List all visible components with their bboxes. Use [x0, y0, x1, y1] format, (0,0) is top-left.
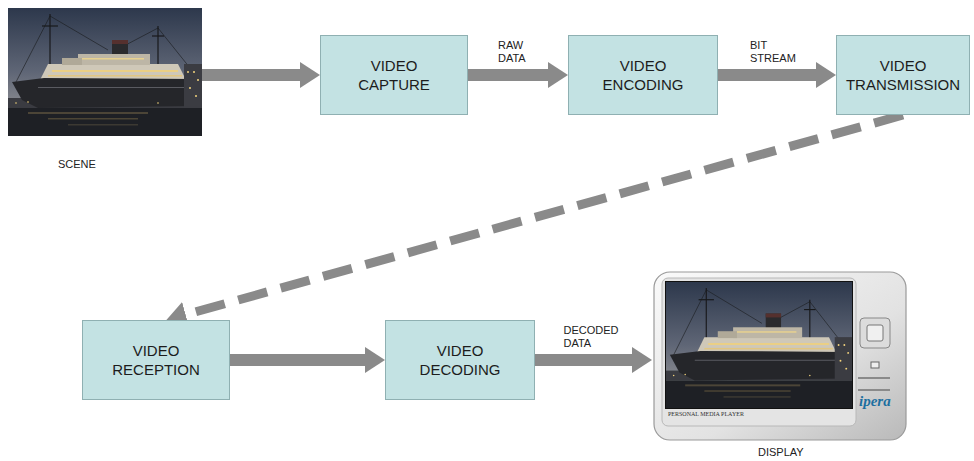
edge-label: BIT STREAM [750, 39, 804, 65]
edge-label: RAW DATA [498, 39, 538, 65]
media-player-device [654, 272, 906, 440]
device-text: PERSONAL MEDIA PLAYER [668, 411, 744, 418]
flow-arrow [230, 354, 365, 366]
flow-arrow [535, 354, 632, 366]
image-caption: SCENE [58, 158, 96, 171]
flow-arrow [718, 69, 816, 81]
box-label: VIDEO TRANSMISSION [846, 56, 960, 94]
process-box: VIDEO TRANSMISSION [836, 35, 970, 115]
process-box: VIDEO DECODING [385, 320, 535, 400]
process-box: VIDEO ENCODING [568, 35, 718, 115]
flow-arrow [202, 69, 300, 81]
process-box: VIDEO RECEPTION [82, 320, 230, 400]
flow-arrow [468, 69, 548, 81]
scene-image-node: SCENE [8, 8, 202, 178]
brand-logo: ipera [859, 393, 891, 410]
box-label: VIDEO CAPTURE [358, 56, 430, 94]
image-caption: DISPLAY [758, 446, 804, 459]
scene-photo [8, 8, 202, 136]
box-label: VIDEO ENCODING [603, 56, 684, 94]
transmission-link-arrow [186, 115, 903, 315]
process-box: VIDEO CAPTURE [320, 35, 468, 115]
box-label: VIDEO DECODING [420, 341, 501, 379]
box-label: VIDEO RECEPTION [112, 341, 200, 379]
display-device-node: DISPLAY [652, 266, 908, 458]
edge-label: DECODED DATA [564, 324, 624, 350]
